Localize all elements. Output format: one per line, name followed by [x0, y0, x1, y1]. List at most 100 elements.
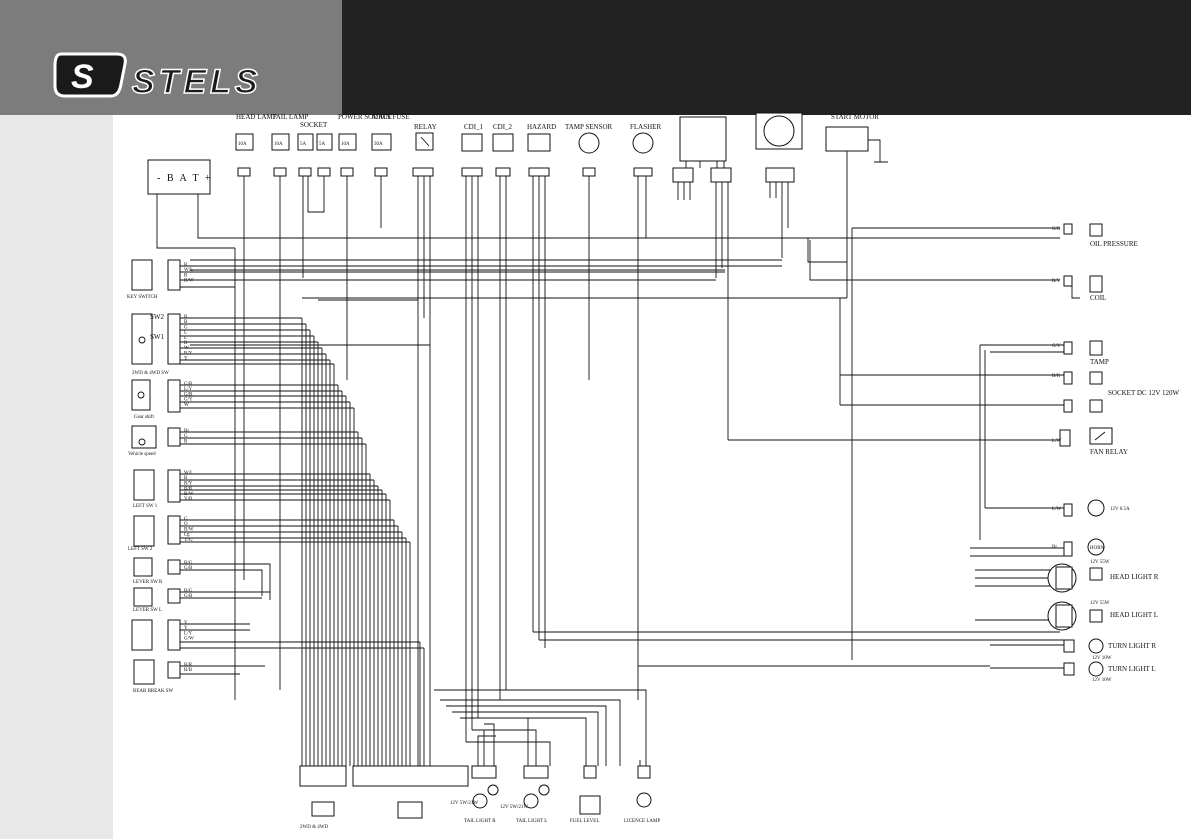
- fuse-label: TAIL LAMP: [272, 113, 308, 121]
- wire-color-label: Y: [184, 626, 188, 631]
- wire-color-label: W/L: [184, 471, 193, 476]
- socket-dc-label: SOCKET DC 12V 120W: [1108, 389, 1180, 397]
- ignition-module: [672, 116, 732, 440]
- spec: 12V 5W/21W: [500, 805, 528, 810]
- fuse-rating: 30A: [374, 142, 383, 147]
- licence-lamp: LICENCE LAMP: [624, 765, 660, 824]
- wire-color-label: G: [184, 434, 188, 439]
- turn-light-l: TURN LIGHT L 12V 10W: [1063, 661, 1156, 683]
- wire-color-label: B/R: [184, 487, 193, 492]
- start-motor-label: START MOTOR: [831, 113, 879, 121]
- fuse-label: POWER SOURCE: [338, 113, 392, 121]
- wire-color-label: B: [184, 320, 188, 325]
- lever-sw-l: LEVER SW L: [133, 587, 181, 613]
- wire-color-label: G: [184, 325, 188, 330]
- wire-color-label: Br: [1052, 545, 1057, 550]
- wire-color-label: O: [184, 522, 188, 527]
- wire-color-label: L: [184, 336, 187, 341]
- fuse-rating: 10A: [238, 142, 247, 147]
- lever-sw-l-label: LEVER SW L: [133, 608, 162, 613]
- fuse-main: MAIN FUSE 30A: [371, 113, 410, 177]
- wire-color-label: G/B: [184, 382, 193, 387]
- tail-light-l-label: TAIL LIGHT L: [516, 819, 547, 824]
- fan-dc: 12V 0.5A: [1063, 499, 1130, 517]
- wire-labels: RW/LBB/WBBGLLRWB/YYG/BL/YG/RG/YWBrGBW/LB…: [184, 227, 1061, 673]
- wire-color-label: G/R: [184, 392, 193, 397]
- socket-dc: SOCKET DC 12V 120W: [1063, 371, 1180, 413]
- oil-pressure: OIL PRESSURE: [1063, 223, 1138, 248]
- fan-dc-label: 12V 0.5A: [1110, 507, 1130, 512]
- hazard-label: HAZARD: [527, 123, 556, 131]
- bottom-harness: [299, 666, 647, 787]
- wire-color-label: B: [184, 273, 188, 278]
- fuse-rating: 5A: [319, 142, 326, 147]
- head-light-l-label: HEAD LIGHT L: [1110, 611, 1158, 619]
- turn-light-l-label: TURN LIGHT L: [1108, 665, 1156, 673]
- tamp-label: TAMP: [1090, 358, 1109, 366]
- fuse-tail-lamp: TAIL LAMP 10A: [271, 113, 308, 177]
- 2wd-4wd-module-label: 2WD & 4WD: [300, 825, 328, 830]
- logo-header: S STELS: [0, 0, 342, 115]
- spec: 12V 10W: [1092, 678, 1112, 683]
- wire-color-label: G/B: [184, 594, 193, 599]
- fan-relay-label: FAN RELAY: [1090, 448, 1128, 456]
- wire-color-label: B: [184, 439, 188, 444]
- cdi2-label: CDI_2: [493, 123, 513, 131]
- wire-color-label: L/Y: [184, 387, 192, 392]
- wire-color-label: Br: [184, 429, 189, 434]
- header-bar: [342, 0, 1191, 115]
- flasher-label: FLASHER: [630, 123, 661, 131]
- coil: COIL: [1063, 275, 1106, 302]
- bus-lines: [190, 227, 1064, 700]
- fuse-head-lamp: HEAD LAMP 10A: [235, 113, 277, 177]
- cdi1-label: CDI_1: [464, 123, 484, 131]
- rear-break-label: REAR BREAK SW: [133, 689, 174, 694]
- gear-shift: Gear shift: [131, 379, 181, 420]
- wire-color-label: B/Y: [184, 351, 193, 356]
- wire-color-label: B/B: [184, 668, 193, 673]
- turn-light-r-label: TURN LIGHT R: [1108, 642, 1156, 650]
- hazard: HAZARD: [527, 123, 556, 648]
- flasher: FLASHER: [630, 123, 661, 666]
- wire-color-label: R: [184, 341, 188, 346]
- head-light-r: 12V 55W HEAD LIGHT R: [1047, 560, 1159, 593]
- fuel-level-label: FUEL LEVEL: [570, 819, 599, 824]
- fuse-label: MAIN FUSE: [372, 113, 410, 121]
- horn-label: HORN: [1090, 546, 1105, 551]
- wire-color-label: L/Y: [184, 631, 192, 636]
- left-sw-1: LEFT SW 1: [133, 469, 181, 509]
- wire-color-label: W: [184, 403, 189, 408]
- wire-color-label: B/W: [184, 492, 194, 497]
- wire-color-label: B/W: [184, 527, 194, 532]
- left-wiring: [180, 258, 782, 766]
- fuse-label: HEAD LAMP: [236, 113, 277, 121]
- tamp-sensor: TAMP SENSOR: [565, 123, 613, 380]
- wire-color-label: Y: [184, 621, 188, 626]
- fuse-label: SOCKET: [300, 121, 328, 129]
- battery-label: - B A T +: [157, 173, 213, 184]
- licence-lamp-label: LICENCE LAMP: [624, 819, 660, 824]
- fuse-rating: 10A: [341, 142, 350, 147]
- spec: 12V 55W: [1090, 601, 1110, 606]
- sw2-label: SW2: [150, 313, 165, 321]
- left-sw-2-label: LEFT SW 2: [128, 547, 153, 552]
- logo-wordmark: STELS: [132, 63, 262, 101]
- lever-sw-r: LEVER SW R: [133, 557, 181, 585]
- wire-color-label: G/R: [1052, 227, 1061, 232]
- wire-color-label: G: [184, 517, 188, 522]
- generator: [755, 112, 803, 258]
- side-margin: [0, 115, 113, 839]
- head-light-r-label: HEAD LIGHT R: [1110, 573, 1159, 581]
- fuel-level: FUEL LEVEL: [570, 765, 601, 824]
- relay: RELAY: [412, 123, 437, 345]
- horn: HORN: [1063, 538, 1105, 557]
- relay-label: RELAY: [414, 123, 437, 131]
- wire-color-label: L/W: [1052, 439, 1061, 444]
- key-switch-label: KEY SWITCH: [127, 295, 158, 300]
- wire-color-label: G/Y: [1052, 344, 1061, 349]
- sw1-label: SW1: [150, 333, 165, 341]
- cdi-2: CDI_2: [492, 123, 514, 700]
- oil-pressure-label: OIL PRESSURE: [1090, 240, 1138, 248]
- wire-color-label: W: [184, 346, 189, 351]
